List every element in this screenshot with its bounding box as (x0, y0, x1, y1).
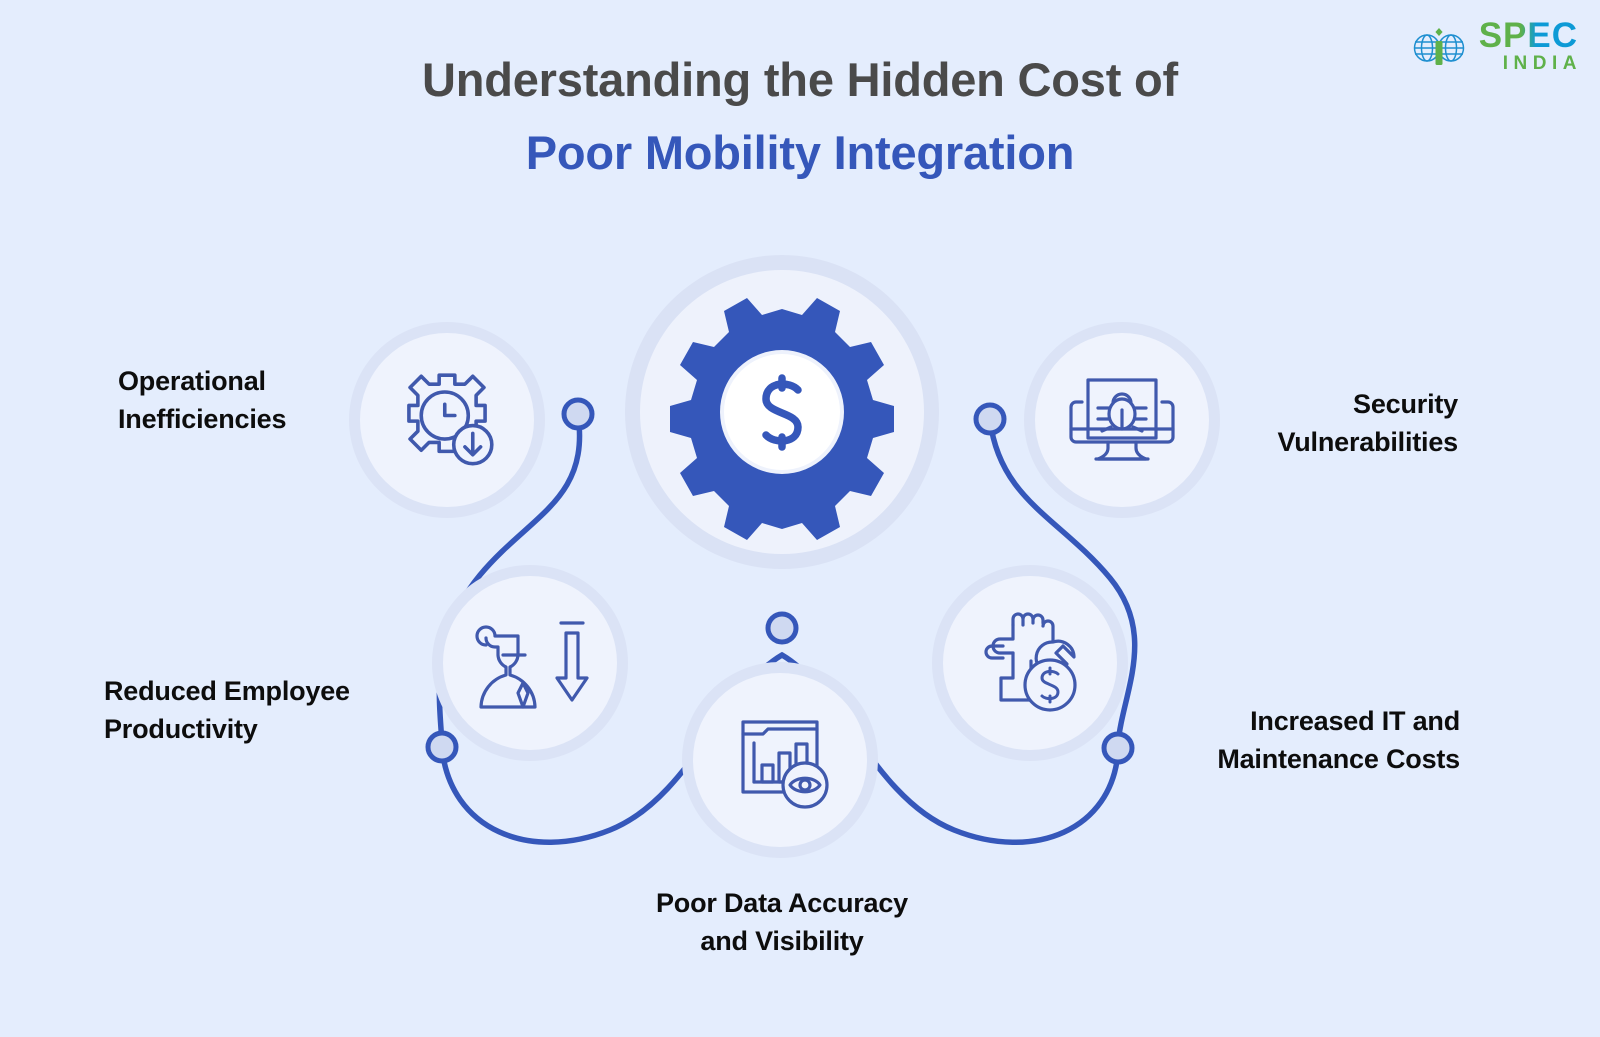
logo-india-text: INDIA (1502, 53, 1582, 74)
gear-dollar-icon (670, 298, 894, 540)
logo-spec-text: SPEC (1478, 16, 1578, 55)
title-line-2: Poor Mobility Integration (525, 126, 1075, 180)
node-increased-it-maintenance-costs[interactable] (932, 565, 1128, 761)
connector-right (987, 417, 1138, 747)
node-security-vulnerabilities[interactable] (1024, 322, 1220, 518)
brand-logo: SPEC INDIA (1408, 18, 1578, 73)
person-down-arrow-icon (475, 621, 589, 709)
connector-dot-top-left (561, 397, 595, 431)
node-operational-inefficiencies[interactable] (349, 322, 545, 518)
connector-dot-bottom-left (425, 730, 459, 764)
node-poor-data-accuracy-visibility[interactable] (682, 662, 878, 858)
hand-wrench-coin-icon (984, 612, 1077, 712)
globe-logo-icon (1413, 27, 1464, 65)
connector-dot-top-right (973, 402, 1007, 436)
connector-dots (425, 397, 1135, 765)
label-increased-it-maintenance-costs: Increased IT and Maintenance Costs (1217, 706, 1460, 775)
node-center-hidden-cost[interactable] (625, 255, 939, 569)
label-reduced-employee-productivity: Reduced Employee Productivity (104, 676, 350, 745)
connector-bottom-arch (439, 651, 1121, 846)
label-security-vulnerabilities: Security Vulnerabilities (1277, 389, 1458, 458)
connector-dot-bottom-right (1101, 731, 1135, 765)
bar-chart-eye-icon (741, 720, 829, 809)
node-ring-inner-operational (360, 333, 534, 507)
label-operational-inefficiencies: Operational Inefficiencies (118, 366, 287, 435)
title-line-1: Understanding the Hidden Cost of (421, 53, 1179, 106)
connector-dot-top-center (765, 611, 799, 645)
node-ring-inner-productivity (443, 576, 617, 750)
label-poor-data-accuracy-visibility: Poor Data Accuracy and Visibility (655, 888, 908, 957)
node-reduced-employee-productivity[interactable] (432, 565, 628, 761)
gear-clock-down-arrow-icon (407, 373, 494, 466)
page-title: Understanding the Hidden Cost of Poor Mo… (0, 52, 1600, 181)
monitor-bug-icon (1069, 378, 1175, 461)
